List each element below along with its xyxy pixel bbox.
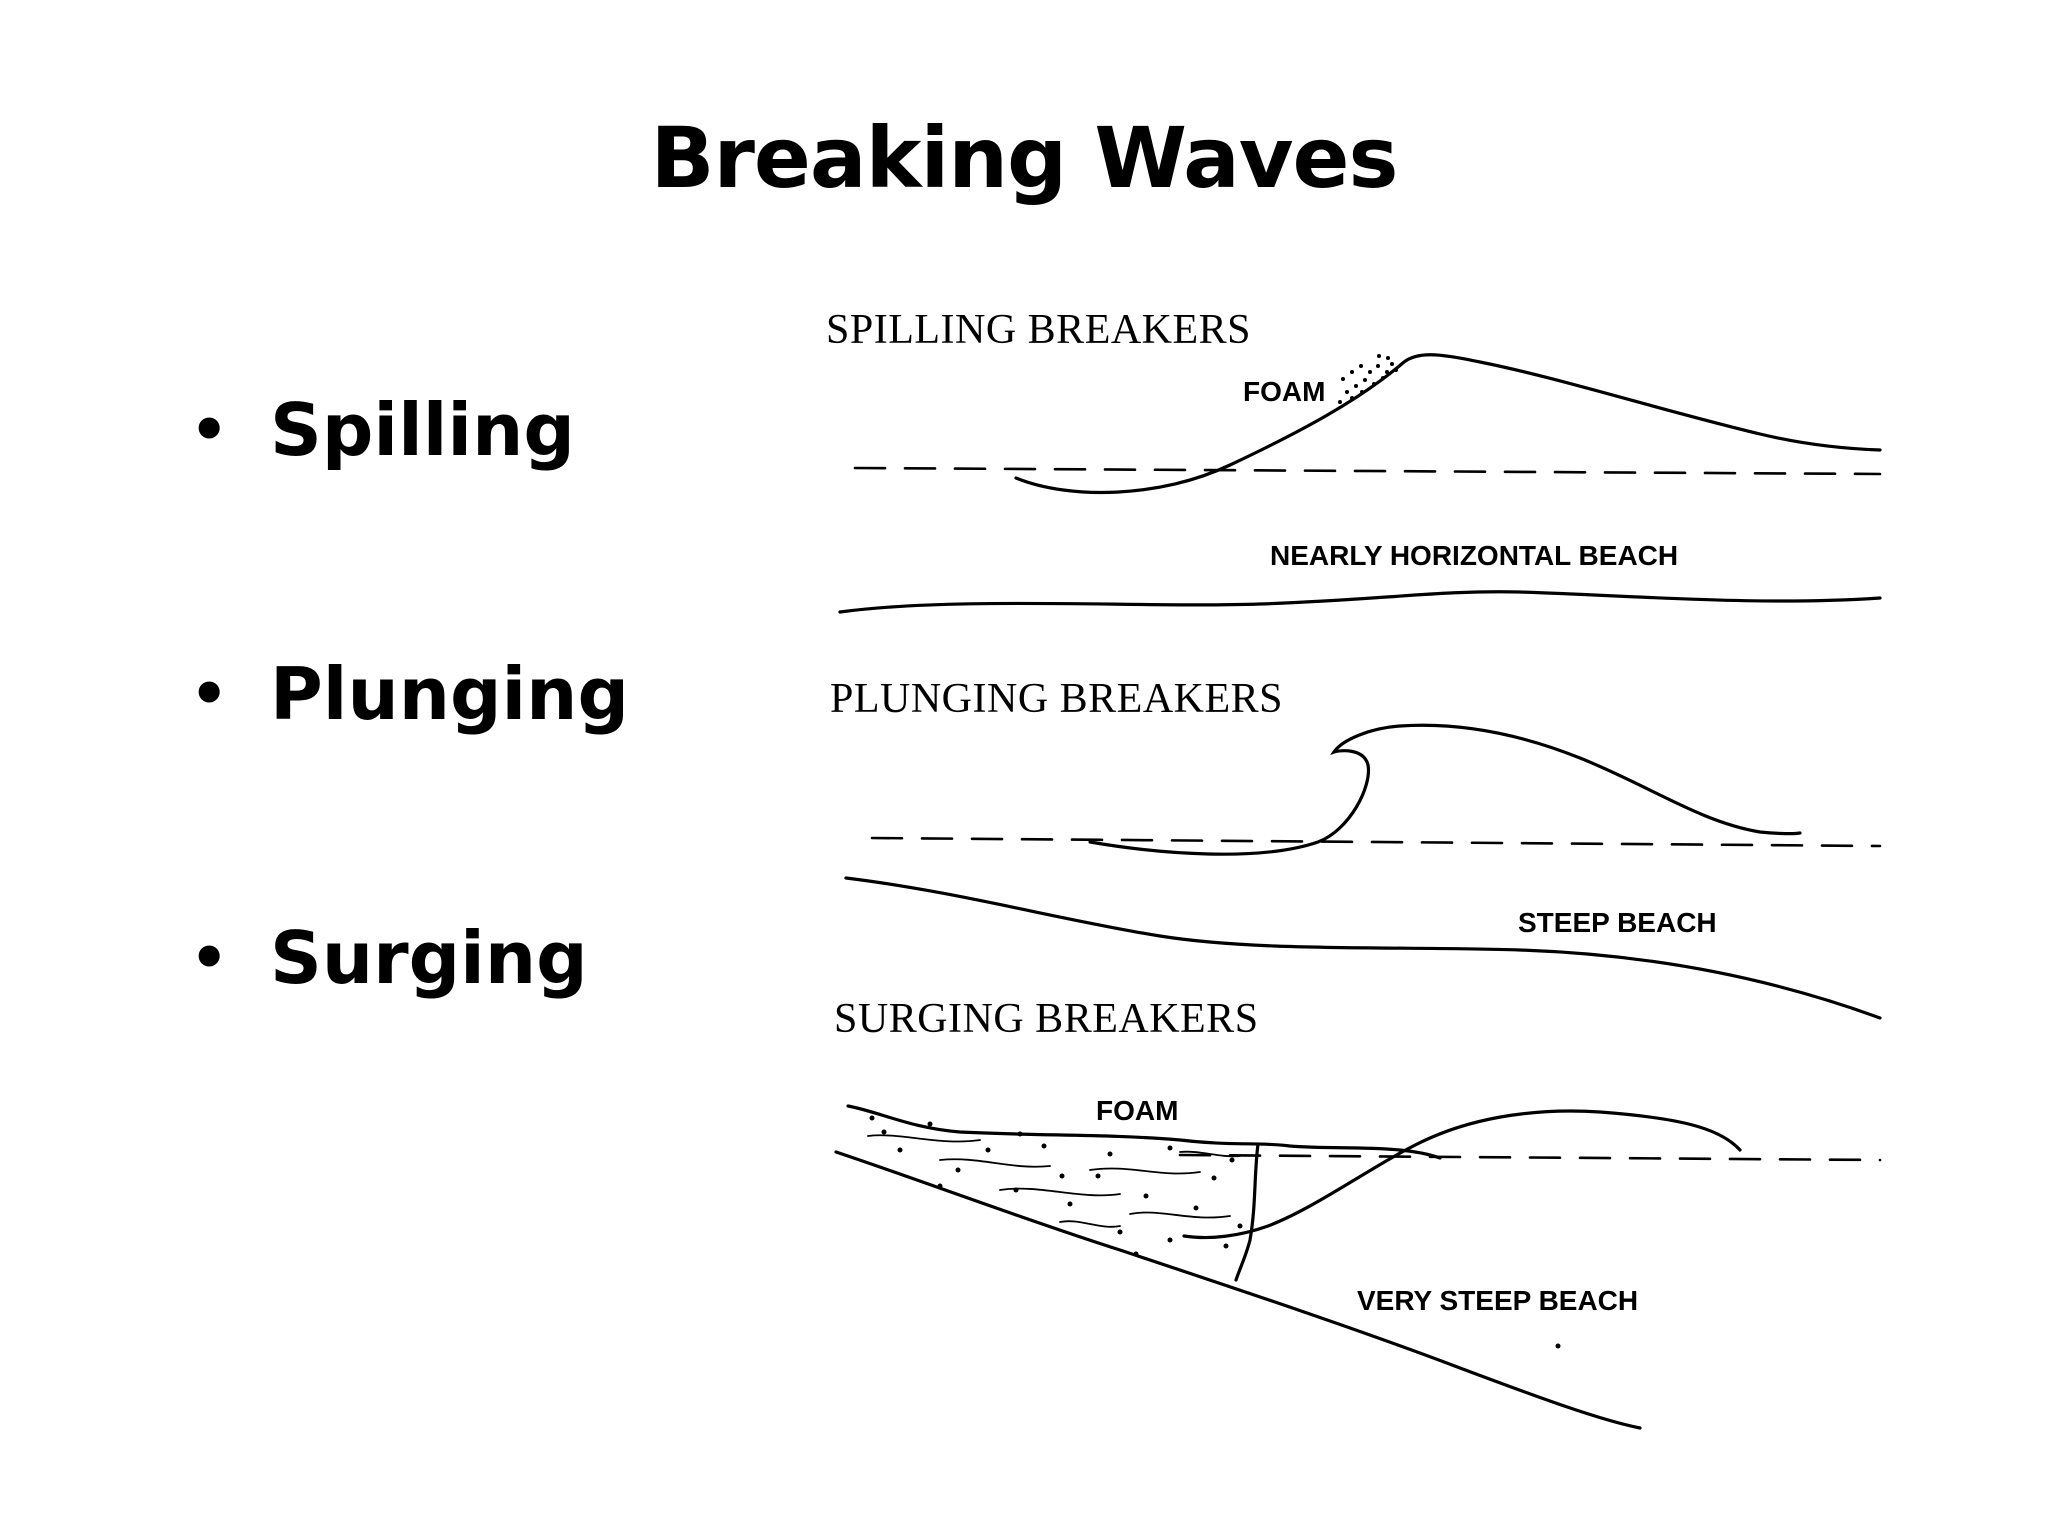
surging-breakers-panel: SURGING BREAKERS FOAM bbox=[834, 996, 1882, 1430]
spilling-heading: SPILLING BREAKERS bbox=[826, 307, 1251, 353]
spilling-still-water-line bbox=[853, 466, 1882, 476]
bullet-label-surging: Surging bbox=[270, 916, 588, 1000]
bullet-item-plunging: • Plunging bbox=[190, 639, 629, 903]
bullet-dot-icon: • bbox=[190, 395, 229, 465]
bullet-list: • Spilling • Plunging • Surging bbox=[190, 375, 629, 1167]
surging-beach-label: VERY STEEP BEACH bbox=[1357, 1285, 1638, 1316]
spilling-foam-speckle bbox=[1338, 354, 1398, 404]
bullet-label-plunging: Plunging bbox=[270, 652, 629, 736]
plunging-breakers-panel: PLUNGING BREAKERS STEEP BEACH bbox=[830, 676, 1882, 1020]
surging-foam-label: FOAM bbox=[1096, 1095, 1178, 1126]
stray-dot bbox=[1555, 1343, 1561, 1349]
plunging-beach-label: STEEP BEACH bbox=[1518, 907, 1717, 938]
surging-still-water-line bbox=[1178, 1153, 1882, 1162]
surging-foam-streaks bbox=[867, 1134, 1241, 1228]
bullet-label-spilling: Spilling bbox=[270, 388, 575, 472]
plunging-beach-profile bbox=[844, 876, 1882, 1020]
spilling-foam-label: FOAM bbox=[1243, 376, 1325, 407]
bullet-item-spilling: • Spilling bbox=[190, 375, 629, 639]
plunging-heading: PLUNGING BREAKERS bbox=[830, 676, 1283, 722]
surging-foam-front bbox=[1234, 1142, 1260, 1282]
spilling-beach-profile bbox=[838, 590, 1882, 614]
surging-foam-top bbox=[846, 1104, 1442, 1160]
spilling-wave-profile bbox=[1014, 353, 1882, 495]
surging-heading: SURGING BREAKERS bbox=[834, 996, 1259, 1042]
bullet-dot-icon: • bbox=[190, 659, 229, 729]
bullet-dot-icon: • bbox=[190, 923, 229, 993]
surging-beach-profile bbox=[834, 1150, 1642, 1430]
bullet-item-surging: • Surging bbox=[190, 903, 629, 1167]
spilling-breakers-panel: SPILLING BREAKERS FOAM NEARLY HORIZONTAL… bbox=[826, 307, 1882, 614]
slide-title: Breaking Waves bbox=[650, 109, 1398, 207]
surging-wave-profile bbox=[1182, 1109, 1742, 1240]
plunging-still-water-line bbox=[870, 836, 1882, 848]
plunging-wave-profile bbox=[1088, 723, 1802, 856]
spilling-beach-label: NEARLY HORIZONTAL BEACH bbox=[1270, 540, 1678, 571]
